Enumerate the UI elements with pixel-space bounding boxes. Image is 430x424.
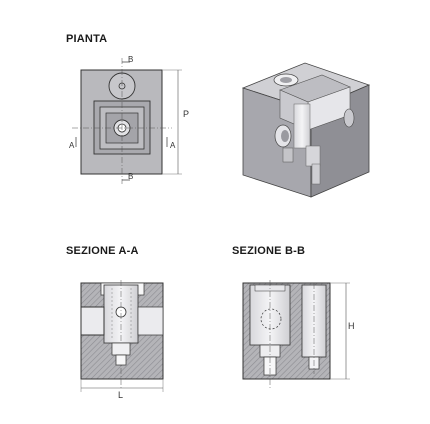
plan-view xyxy=(72,58,182,184)
section-bb-view xyxy=(242,280,350,388)
plan-title: PIANTA xyxy=(66,33,108,45)
marker-b-bottom: B xyxy=(128,172,134,181)
marker-a-left: A xyxy=(69,141,75,150)
marker-b-top: B xyxy=(128,55,134,64)
dim-h-label: H xyxy=(348,321,355,331)
section-aa-view xyxy=(80,280,164,392)
section-aa-title: SEZIONE A-A xyxy=(66,245,139,257)
marker-a-right: A xyxy=(170,141,176,150)
dim-p-label: P xyxy=(183,109,190,119)
isometric-view xyxy=(241,62,371,198)
dim-l-label: L xyxy=(118,390,124,400)
section-bb-title: SEZIONE B-B xyxy=(232,245,306,257)
